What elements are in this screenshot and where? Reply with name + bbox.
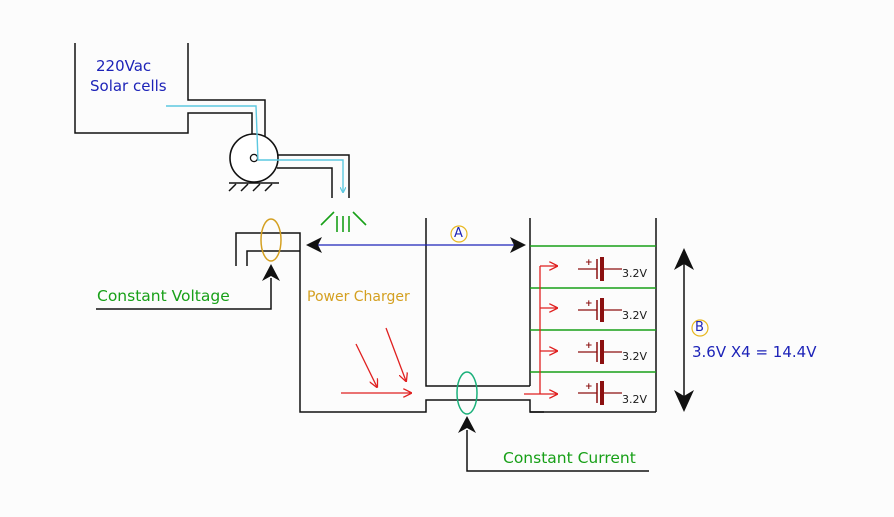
source-title-line2: Solar cells (90, 77, 167, 95)
cell-voltage-1: 3.2V (622, 267, 648, 280)
point-a-label: A (454, 226, 463, 241)
level-arrow-a-right-head (510, 237, 526, 253)
cell-voltage-2: 3.2V (622, 309, 648, 322)
battery-cell-2: + (578, 298, 622, 322)
battery-cell-4: + (578, 381, 622, 405)
cell-voltage-4: 3.2V (622, 393, 648, 406)
battery-cell-1: + (578, 257, 622, 281)
power-charger-label: Power Charger (307, 289, 410, 305)
source-tank (74, 43, 266, 138)
total-voltage-label: 3.6V X4 = 14.4V (692, 343, 817, 361)
svg-text:+: + (585, 382, 593, 392)
current-pointer-head (458, 416, 476, 433)
turbine (228, 133, 279, 192)
water-flow (166, 105, 343, 192)
svg-text:+: + (585, 341, 593, 351)
charge-arrows (341, 327, 411, 393)
point-a-circle (450, 225, 468, 243)
inlet-pipe (235, 232, 301, 266)
battery-cell-3: + (578, 340, 622, 364)
point-b-label: B (695, 320, 704, 335)
distribution-arrows (524, 266, 557, 394)
svg-text:+: + (585, 258, 593, 268)
stack-arrow-b-bottom-head (674, 390, 694, 412)
outlet-pipe (277, 154, 350, 198)
charger-tank (299, 218, 544, 413)
level-arrow-a-left-head (306, 237, 322, 253)
battery-compartments (530, 218, 657, 413)
stack-arrow-b-top-head (674, 248, 694, 270)
current-pointer-line (466, 430, 649, 472)
constant-current-label: Constant Current (503, 449, 636, 467)
voltage-pointer-line (96, 278, 272, 310)
svg-text:+: + (585, 299, 593, 309)
source-title-line1: 220Vac (96, 57, 152, 75)
point-b-circle (691, 319, 709, 337)
cell-voltage-3: 3.2V (622, 350, 648, 363)
current-ellipse (456, 371, 478, 415)
spray-lines (320, 211, 367, 232)
constant-voltage-label: Constant Voltage (97, 287, 230, 305)
voltage-pointer-head (262, 264, 280, 281)
voltage-ellipse (260, 218, 282, 262)
